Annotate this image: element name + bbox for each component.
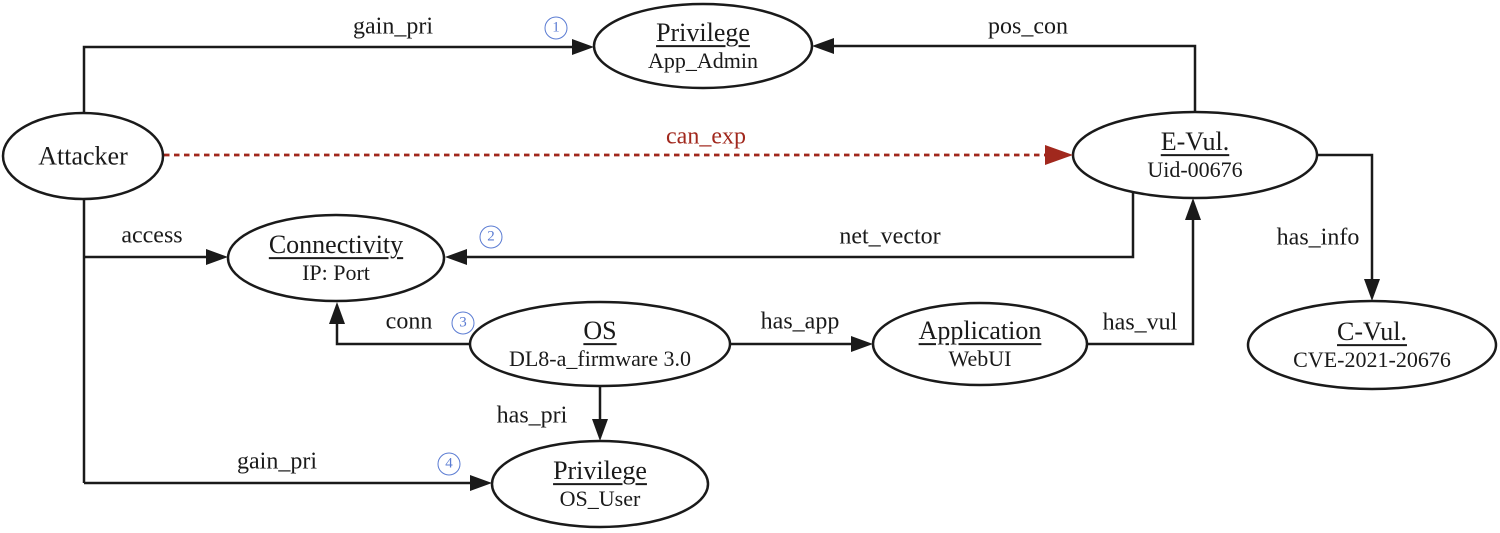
edge-label-has-vul: has_vul (1102, 309, 1178, 336)
node-privilege-app: Privilege App_Admin (648, 18, 758, 74)
node-ellipse-connectivity (226, 213, 446, 303)
arrowhead-has-pri (592, 419, 608, 441)
node-privilege-os: Privilege OS_User (553, 456, 647, 512)
step-3-badge: 3 (451, 311, 475, 335)
node-attacker-title: Attacker (38, 141, 128, 171)
edge-pos-con (832, 44, 1197, 113)
arrowhead-has-vul (1185, 198, 1201, 220)
node-privilege-os-subtitle: OS_User (559, 486, 641, 512)
step-2-badge: 2 (479, 225, 503, 249)
node-os-title: OS (583, 316, 617, 346)
arrowhead-has-info (1364, 279, 1380, 301)
node-application-title: Application (918, 316, 1042, 346)
node-privilege-os-title: Privilege (553, 456, 647, 486)
arrowhead-gain-pri-bottom (470, 475, 492, 491)
node-c-vul: C-Vul. CVE-2021-20676 (1293, 317, 1451, 373)
node-c-vul-subtitle: CVE-2021-20676 (1293, 347, 1451, 373)
edge-label-has-pri: has_pri (496, 402, 568, 429)
edge-label-gain-pri-bottom: gain_pri (237, 448, 317, 475)
node-c-vul-title: C-Vul. (1337, 317, 1407, 347)
node-ellipse-attacker (1, 111, 165, 201)
node-e-vul: E-Vul. Uid-00676 (1147, 127, 1242, 183)
node-connectivity-subtitle: IP: Port (302, 260, 370, 286)
node-privilege-app-title: Privilege (656, 18, 750, 48)
edge-label-pos-con: pos_con (988, 13, 1068, 40)
edge-gain-pri-top (82, 45, 574, 114)
node-e-vul-title: E-Vul. (1160, 127, 1230, 157)
node-privilege-app-subtitle: App_Admin (648, 48, 758, 74)
step-4-badge: 4 (437, 452, 461, 476)
arrowhead-gain-pri-top (572, 39, 594, 55)
edge-has-info (1317, 153, 1374, 281)
arrowhead-access (206, 249, 228, 265)
edge-label-can-exp: can_exp (666, 123, 746, 150)
edge-conn (335, 320, 470, 346)
edge-label-gain-pri-top: gain_pri (353, 13, 433, 40)
node-application: Application WebUI (919, 316, 1042, 372)
edge-label-has-app: has_app (760, 308, 840, 335)
edge-has-vul (1087, 218, 1195, 346)
node-attacker: Attacker (38, 141, 128, 170)
edge-label-access: access (121, 222, 183, 249)
edge-label-has-info: has_info (1276, 224, 1360, 251)
node-application-subtitle: WebUI (948, 346, 1012, 372)
node-ellipse-os (468, 300, 732, 388)
edge-label-conn: conn (385, 308, 433, 335)
node-connectivity-title: Connectivity (268, 230, 404, 260)
node-os: OS DL8-a_firmware 3.0 (509, 316, 691, 372)
node-e-vul-subtitle: Uid-00676 (1147, 157, 1243, 183)
arrowhead-pos-con (812, 38, 834, 54)
edge-label-net-vector: net_vector (839, 223, 941, 250)
node-connectivity: Connectivity IP: Port (269, 230, 403, 286)
arrowhead-can-exp (1045, 145, 1073, 165)
arrowhead-net-vector (445, 249, 467, 265)
arrowhead-conn (329, 302, 345, 324)
step-1-badge: 1 (544, 16, 568, 40)
arrowhead-has-app (851, 336, 873, 352)
node-os-subtitle: DL8-a_firmware 3.0 (508, 346, 692, 372)
edge-net-vector (463, 192, 1135, 259)
